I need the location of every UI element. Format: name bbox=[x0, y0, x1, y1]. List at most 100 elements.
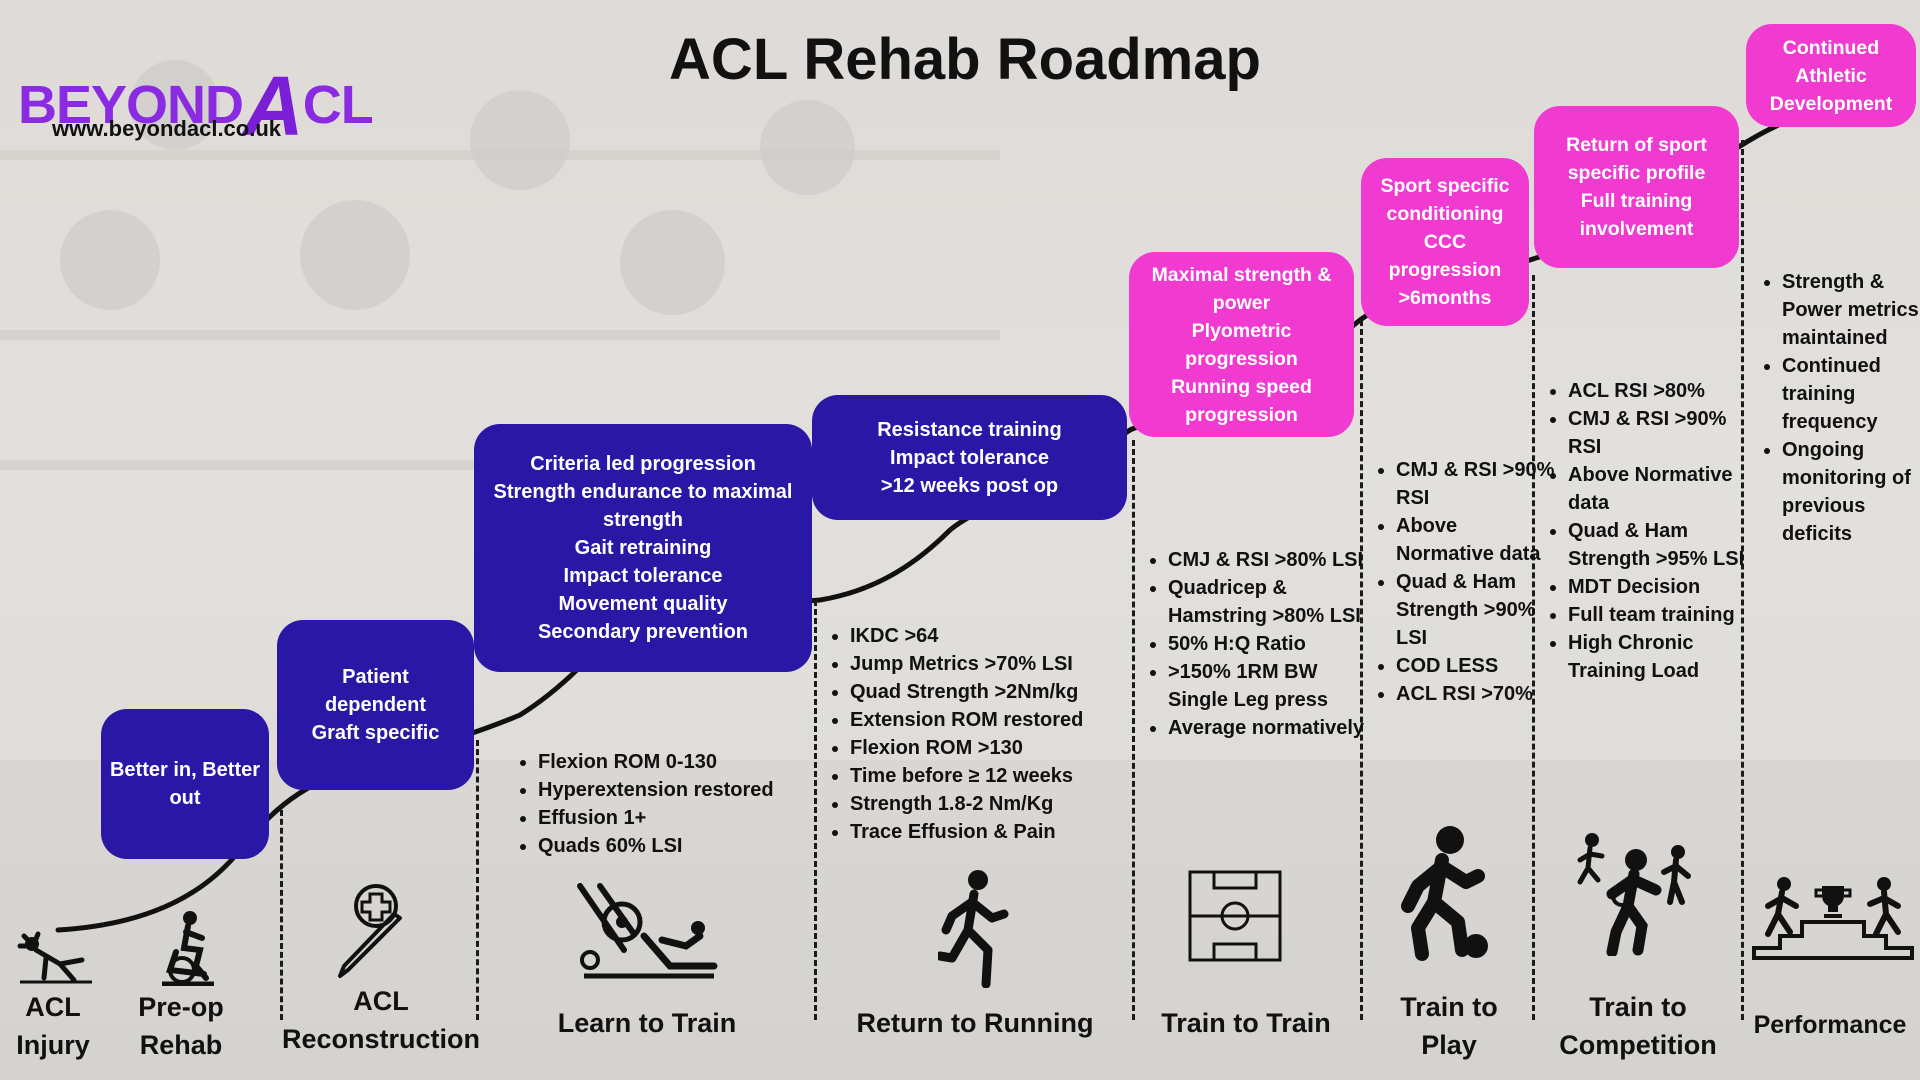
criteria-item: Strength 1.8-2 Nm/Kg bbox=[850, 790, 1156, 818]
competition-players-icon bbox=[1577, 833, 1691, 956]
runner-icon bbox=[938, 870, 1009, 988]
phase-line: Running speed bbox=[1171, 375, 1312, 398]
footballer-icon bbox=[1401, 826, 1488, 961]
stage-divider bbox=[476, 740, 479, 1020]
phase-line: >6months bbox=[1398, 287, 1492, 309]
phase-box-reconstruction: Patient dependent Graft specific bbox=[277, 620, 474, 790]
phase-box-preop: Better in, Better out bbox=[101, 709, 269, 859]
criteria-item: Hyperextension restored bbox=[538, 776, 838, 804]
criteria-item: High Chronic Training Load bbox=[1568, 629, 1764, 685]
criteria-item: Extension ROM restored bbox=[850, 706, 1156, 734]
phase-line: CCC bbox=[1423, 231, 1467, 253]
phase-box-train-to-play: Sport specific conditioning CCC progress… bbox=[1361, 158, 1529, 326]
phase-line: >12 weeks post op bbox=[880, 474, 1059, 497]
stage-divider bbox=[1741, 140, 1744, 1020]
stage-label-line: Train to bbox=[1400, 992, 1498, 1022]
stage-label-line: Play bbox=[1421, 1030, 1477, 1060]
stage-divider bbox=[280, 810, 283, 1020]
stage-label-performance: Performance bbox=[1744, 1006, 1916, 1044]
phase-line: Secondary prevention bbox=[537, 621, 749, 643]
criteria-item: Quad & Ham Strength >90% LSI bbox=[1396, 568, 1558, 652]
bg-ball bbox=[300, 200, 410, 310]
phase-line: Resistance training bbox=[877, 418, 1062, 441]
scalpel-medical-icon bbox=[338, 884, 402, 978]
phase-line: involvement bbox=[1579, 218, 1694, 240]
criteria-item: Trace Effusion & Pain bbox=[850, 818, 1156, 846]
stage-label-line: Train to Train bbox=[1161, 1008, 1331, 1038]
criteria-list-performance: Strength & Power metrics maintained Cont… bbox=[1756, 268, 1920, 548]
criteria-item: Continued training frequency bbox=[1782, 352, 1920, 436]
stage-label-line: Rehab bbox=[139, 1030, 223, 1060]
exercise-bike-icon bbox=[162, 911, 214, 986]
phase-box-performance: Continued Athletic Development bbox=[1746, 24, 1916, 127]
phase-line: Maximal strength & bbox=[1151, 263, 1332, 286]
criteria-item: Ongoing monitoring of previous deficits bbox=[1782, 436, 1920, 548]
phase-line: Impact tolerance bbox=[563, 565, 723, 587]
phase-line: Athletic bbox=[1795, 64, 1867, 87]
phase-line: Criteria led progression bbox=[530, 453, 756, 475]
phase-line: progression bbox=[1185, 403, 1298, 426]
phase-line: Continued bbox=[1782, 36, 1880, 59]
bg-floor bbox=[0, 760, 1920, 1080]
logo-wordmark: BEYONDACL bbox=[18, 46, 374, 153]
stage-label-line: ACL bbox=[353, 986, 409, 1016]
criteria-item: COD LESS bbox=[1396, 652, 1558, 680]
phase-box-train-to-competition: Return of sport specific profile Full tr… bbox=[1534, 106, 1739, 268]
logo-url: www.beyondacl.co.uk bbox=[52, 116, 282, 141]
phase-line: Movement quality bbox=[558, 593, 728, 615]
phase-line: Development bbox=[1769, 92, 1893, 115]
page-title: ACL Rehab Roadmap bbox=[669, 27, 1261, 92]
criteria-item: CMJ & RSI >90% RSI bbox=[1396, 456, 1558, 512]
brand-logo: BEYONDACL www.beyondacl.co.uk bbox=[18, 20, 378, 153]
stage-divider bbox=[1532, 275, 1535, 1020]
stage-label-line: Pre-op bbox=[138, 992, 224, 1022]
podium-trophy-icon bbox=[1752, 877, 1914, 960]
bg-ball bbox=[760, 100, 855, 195]
stage-label-learn-to-train: Learn to Train bbox=[520, 1004, 774, 1042]
stage-divider bbox=[1360, 320, 1363, 1020]
criteria-item: Effusion 1+ bbox=[538, 804, 838, 832]
phase-line: Return of sport bbox=[1566, 134, 1707, 156]
criteria-item: Flexion ROM >130 bbox=[850, 734, 1156, 762]
phase-box-return-to-running: Resistance training Impact tolerance >12… bbox=[812, 395, 1127, 520]
criteria-item: ACL RSI >70% bbox=[1396, 680, 1558, 708]
stage-label-acl-reconstruction: ACL Reconstruction bbox=[270, 982, 492, 1058]
phase-line: Sport specific bbox=[1380, 175, 1510, 197]
bg-ball bbox=[130, 60, 220, 150]
phase-line: specific profile bbox=[1567, 162, 1706, 184]
stage-label-train-to-train: Train to Train bbox=[1138, 1004, 1354, 1042]
criteria-item: Above Normative data bbox=[1396, 512, 1558, 568]
stage-label-line: Injury bbox=[16, 1030, 90, 1060]
logo-word-left: BEYOND bbox=[18, 75, 244, 135]
criteria-item: Average normatively bbox=[1168, 714, 1378, 742]
criteria-list-return-to-running: IKDC >64 Jump Metrics >70% LSI Quad Stre… bbox=[824, 622, 1156, 846]
bg-ball bbox=[470, 90, 570, 190]
criteria-item: Above Normative data bbox=[1568, 461, 1764, 517]
criteria-item: Strength & Power metrics maintained bbox=[1782, 268, 1920, 352]
bg-ball bbox=[60, 210, 160, 310]
stage-label-train-to-play: Train to Play bbox=[1372, 988, 1526, 1064]
stage-divider bbox=[814, 600, 817, 1020]
phase-line: Patient bbox=[342, 666, 409, 688]
stage-label-line: Performance bbox=[1753, 1011, 1907, 1039]
phase-line: Impact tolerance bbox=[890, 446, 1049, 469]
phase-line: Graft specific bbox=[311, 722, 440, 744]
phase-line: out bbox=[169, 787, 201, 809]
criteria-item: Quad & Ham Strength >95% LSI bbox=[1568, 517, 1764, 573]
stage-label-line: Learn to Train bbox=[557, 1008, 737, 1038]
criteria-list-train-to-play: CMJ & RSI >90% RSI Above Normative data … bbox=[1370, 456, 1558, 708]
phase-line: power bbox=[1212, 291, 1271, 314]
stage-divider bbox=[1132, 440, 1135, 1020]
football-pitch-icon bbox=[1188, 870, 1282, 962]
phase-line: progression bbox=[1185, 347, 1298, 370]
logo-word-right: CL bbox=[302, 75, 374, 135]
criteria-list-learn-to-train: Flexion ROM 0-130 Hyperextension restore… bbox=[512, 748, 838, 860]
phase-line: Better in, Better bbox=[109, 759, 261, 781]
leg-press-icon bbox=[577, 883, 718, 979]
phase-line: conditioning bbox=[1386, 203, 1504, 225]
criteria-item: Quadricep & Hamstring >80% LSI bbox=[1168, 574, 1378, 630]
criteria-item: Full team training bbox=[1568, 601, 1764, 629]
stage-label-preop-rehab: Pre-op Rehab bbox=[120, 988, 242, 1064]
phase-line: dependent bbox=[324, 694, 427, 716]
criteria-item: IKDC >64 bbox=[850, 622, 1156, 650]
